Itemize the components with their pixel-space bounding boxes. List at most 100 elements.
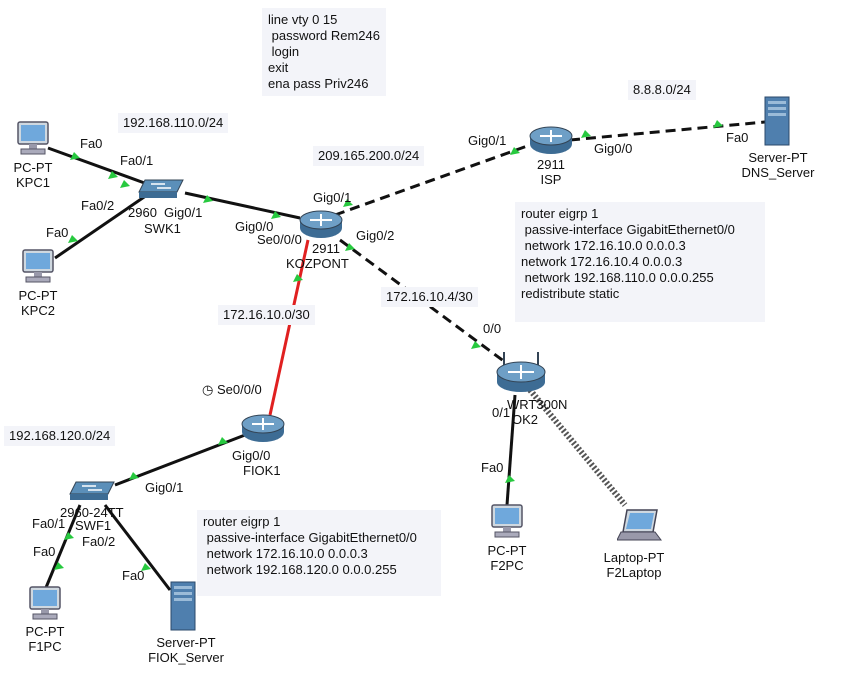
network-label-209-165-200[interactable]: 209.165.200.0/24 xyxy=(313,146,425,166)
device-type: Laptop-PT xyxy=(603,550,665,565)
note-line: network 192.168.120.0 0.0.0.255 xyxy=(203,562,397,577)
link-wrt-f2laptop[interactable] xyxy=(527,388,628,507)
link-status-indicators xyxy=(54,120,723,571)
link-up-indicator xyxy=(713,120,723,128)
device-type: 2911 xyxy=(537,157,565,172)
note-line: network 172.16.10.4 0.0.0.3 xyxy=(521,254,683,269)
port-label: Fa0 xyxy=(80,136,103,151)
note-line: router eigrp 1 xyxy=(203,514,281,529)
note-line: network 192.168.110.0 0.0.0.255 xyxy=(521,270,714,285)
device-name: DNS_Server xyxy=(741,165,815,180)
device-name: KPC1 xyxy=(16,175,50,190)
router-icon[interactable] xyxy=(298,208,344,240)
network-label-192-168-120[interactable]: 192.168.120.0/24 xyxy=(4,426,116,446)
network-label-192-168-110[interactable]: 192.168.110.0/24 xyxy=(118,113,229,133)
port-label: Gig0/1 xyxy=(145,480,184,495)
pc-icon[interactable] xyxy=(20,248,56,286)
router-icon[interactable] xyxy=(240,412,286,444)
port-label: Gig0/0 xyxy=(232,448,271,463)
link-up-indicator xyxy=(293,274,303,282)
link-up-indicator xyxy=(343,199,353,207)
device-label-kpc1: PC-PT KPC1 xyxy=(14,160,53,190)
link-swk1-kozpont[interactable] xyxy=(184,191,301,220)
device-type-kozpont: 2911 xyxy=(312,241,340,256)
link-up-indicator xyxy=(471,341,481,349)
device-name-fiok1: FIOK1 xyxy=(243,463,281,478)
note-line: exit xyxy=(268,60,289,75)
port-label: Fa0 xyxy=(481,460,504,475)
note-line: network 172.16.10.0 0.0.0.3 xyxy=(521,238,686,253)
note-line: redistribute static xyxy=(521,286,620,301)
link-wrt-f2pc[interactable] xyxy=(505,394,517,506)
link-up-indicator xyxy=(271,211,281,219)
port-label: Gig0/0 xyxy=(594,141,633,156)
link-up-indicator xyxy=(54,562,64,570)
link-kpc1-swk1[interactable] xyxy=(47,146,151,187)
laptop-icon[interactable] xyxy=(617,508,663,542)
device-name: F1PC xyxy=(28,639,62,654)
link-up-indicator xyxy=(345,243,355,251)
note-line: ena pass Priv246 xyxy=(268,76,369,91)
note-kozpont-eigrp[interactable]: router eigrp 1 passive-interface Gigabit… xyxy=(515,202,765,322)
note-line: login xyxy=(268,44,300,59)
server-icon[interactable] xyxy=(762,95,792,147)
device-label-f1pc: PC-PT F1PC xyxy=(26,624,65,654)
network-label-172-16-10-4[interactable]: 172.16.10.4/30 xyxy=(381,287,478,307)
port-label: Fa0 xyxy=(33,544,56,559)
switch-icon[interactable] xyxy=(68,480,116,502)
port-label: 0/1 xyxy=(492,405,511,420)
device-type-swf1: 2960-24TT xyxy=(60,505,124,520)
device-name: F2Laptop xyxy=(606,565,662,580)
device-type: PC-PT xyxy=(25,624,65,639)
note-line: line vty 0 15 xyxy=(268,12,338,27)
port-label: Fa0/2 xyxy=(81,198,115,213)
link-up-indicator xyxy=(120,180,130,188)
port-label: Se0/0/0 xyxy=(216,382,262,397)
port-label: Se0/0/0 xyxy=(257,232,302,247)
port-label-with-clock: ◷ Se0/0/0 xyxy=(202,382,262,397)
note-fiok-eigrp[interactable]: router eigrp 1 passive-interface Gigabit… xyxy=(197,510,441,596)
device-name-wrt: OK2 xyxy=(512,412,539,427)
clock-icon: ◷ xyxy=(202,382,214,397)
pc-icon[interactable] xyxy=(15,120,51,158)
device-type-swk1: 2960 xyxy=(128,205,157,220)
device-label-fiokserver: Server-PT FIOK_Server xyxy=(148,635,224,665)
network-label-8-8-8[interactable]: 8.8.8.0/24 xyxy=(628,80,696,100)
server-icon[interactable] xyxy=(168,580,198,632)
device-label-f2laptop: Laptop-PT F2Laptop xyxy=(604,550,665,580)
port-label: 0/0 xyxy=(483,321,502,336)
link-up-indicator xyxy=(581,130,591,138)
router-icon[interactable] xyxy=(528,124,574,156)
port-label: Gig0/2 xyxy=(356,228,395,243)
device-name-kozpont: KOZPONT xyxy=(286,256,349,271)
link-kozpont-isp[interactable] xyxy=(334,143,531,217)
note-line: network 172.16.10.0 0.0.0.3 xyxy=(203,546,368,561)
link-kozpont-fiok1[interactable] xyxy=(268,239,310,416)
link-up-indicator xyxy=(68,235,78,243)
device-name-swk1: SWK1 xyxy=(144,221,181,236)
link-isp-dns[interactable] xyxy=(569,120,766,142)
device-label-isp: 2911 ISP xyxy=(537,157,565,187)
link-swf1-f1pc[interactable] xyxy=(43,504,82,591)
link-up-indicator xyxy=(218,437,228,445)
pc-icon[interactable] xyxy=(489,503,525,541)
network-label-172-16-10-0[interactable]: 172.16.10.0/30 xyxy=(218,305,315,325)
link-up-indicator xyxy=(129,472,139,480)
port-label: Fa0 xyxy=(46,225,69,240)
switch-icon[interactable] xyxy=(137,178,185,200)
note-vty-config[interactable]: line vty 0 15 password Rem246 login exit… xyxy=(262,8,386,96)
device-label-dns: Server-PT DNS_Server xyxy=(742,150,815,180)
port-label: Gig0/0 xyxy=(235,219,274,234)
link-swf1-fiokserver[interactable] xyxy=(103,504,172,591)
device-type: Server-PT xyxy=(156,635,216,650)
link-kpc2-swk1[interactable] xyxy=(54,191,151,260)
wireless-router-icon[interactable] xyxy=(494,350,548,394)
note-line: password Rem246 xyxy=(268,28,380,43)
link-up-indicator xyxy=(70,152,80,160)
port-label: Fa0/1 xyxy=(32,516,66,531)
device-type: Server-PT xyxy=(748,150,808,165)
pc-icon[interactable] xyxy=(27,585,63,623)
port-label: Fa0 xyxy=(726,130,749,145)
note-line: passive-interface GigabitEthernet0/0 xyxy=(203,530,417,545)
